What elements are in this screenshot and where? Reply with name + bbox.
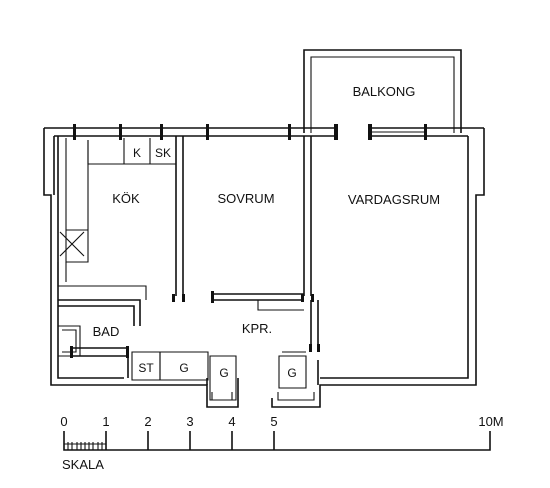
- storage-units: [131, 351, 307, 401]
- scale-tick-1: 1: [102, 414, 109, 429]
- room-label-kpr: KPR.: [242, 321, 272, 336]
- scale-bar: 0 1 2 3 4 5 10M SKALA: [60, 414, 503, 472]
- scale-fine-ticks: [67, 442, 103, 450]
- scale-tick-10m: 10M: [478, 414, 503, 429]
- scale-caption: SKALA: [62, 457, 104, 472]
- fixture-label-st: ST: [138, 361, 154, 375]
- scale-tick-2: 2: [144, 414, 151, 429]
- kitchen-fittings: [57, 138, 176, 300]
- scale-tick-0: 0: [60, 414, 67, 429]
- scale-tick-5: 5: [270, 414, 277, 429]
- window-markers: [73, 124, 427, 140]
- interior-walls: [58, 136, 320, 385]
- outer-walls: [43, 124, 485, 408]
- scale-tick-3: 3: [186, 414, 193, 429]
- fixture-label-g3: G: [287, 366, 296, 380]
- fixture-label-k: K: [133, 146, 141, 160]
- room-label-kok: KÖK: [112, 191, 140, 206]
- fixture-label-g2: G: [219, 366, 228, 380]
- fixture-label-sk: SK: [155, 146, 171, 160]
- balcony: [303, 49, 462, 133]
- fixture-label-g1: G: [179, 361, 188, 375]
- room-label-balkong: BALKONG: [353, 84, 416, 99]
- room-label-bad: BAD: [93, 324, 120, 339]
- room-label-vardagsrum: VARDAGSRUM: [348, 192, 440, 207]
- room-label-sovrum: SOVRUM: [217, 191, 274, 206]
- scale-tick-4: 4: [228, 414, 235, 429]
